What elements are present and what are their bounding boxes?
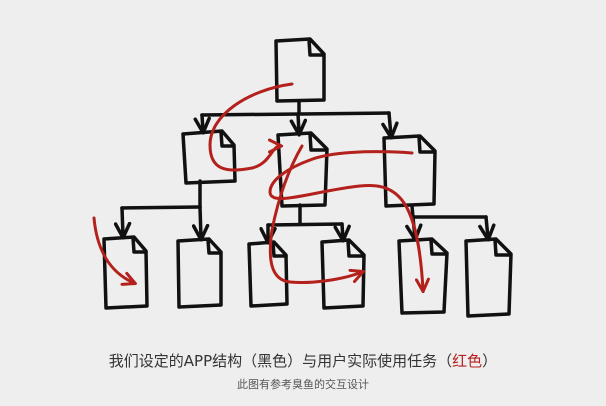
connector-to-node-2b [200, 205, 201, 238]
task-paths [92, 82, 423, 290]
connector-to-node-1a [202, 113, 203, 131]
structure-tree [102, 37, 513, 318]
figure-caption: 我们设定的APP结构（黑色）与用户实际使用任务（红色） [0, 350, 606, 371]
task-path-1c-to-2e [268, 150, 423, 290]
page-node-2a [102, 235, 149, 310]
root-page-node [274, 37, 326, 103]
caption-text-part2: ） [482, 352, 498, 370]
connector-1c-down [410, 204, 415, 219]
connector-to-node-1b [298, 112, 299, 133]
page-node-2c [247, 240, 289, 308]
connector-1a-bar [120, 205, 202, 210]
structure-vs-task-diagram [92, 37, 513, 318]
task-path-root-to-1a [208, 82, 294, 172]
caption-text-part1: 我们设定的APP结构（黑色）与用户实际使用任务（ [108, 352, 453, 370]
page-node-2b [176, 237, 223, 309]
connector-to-node-2a [122, 206, 123, 236]
connector-level1-bar [200, 111, 391, 117]
task-path-to-2d [268, 144, 362, 284]
page-node-2f [464, 237, 513, 318]
connector-1b-bar [266, 222, 344, 227]
figure-credit: 此图有参考臭鱼的交互设计 [237, 378, 369, 391]
connector-to-node-1c [389, 111, 391, 136]
page-node-2e [397, 237, 449, 315]
task-path-to-2a [92, 216, 134, 283]
connector-to-node-2f [486, 215, 488, 238]
connector-to-node-2d [342, 222, 343, 239]
page-node-1a [181, 129, 237, 185]
caption-red-word: 红色 [452, 352, 483, 370]
page-node-1c [382, 134, 437, 208]
